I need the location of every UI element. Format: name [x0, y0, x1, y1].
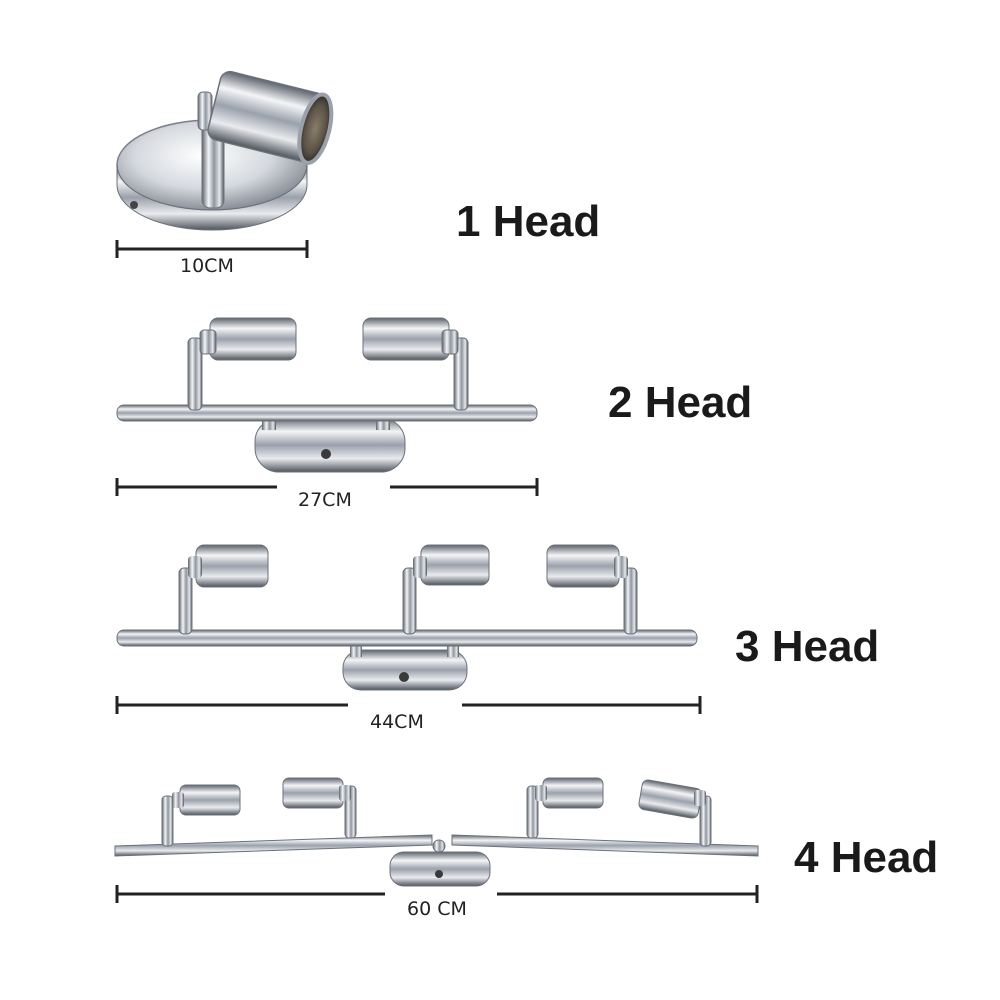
fixture-1-head [116, 70, 334, 231]
variant-label-2-head: 2 Head [608, 378, 753, 427]
dimension-text-4: 60 CM [407, 898, 467, 920]
variant-label-4-head: 4 Head [794, 833, 939, 882]
dimension-text-2: 27CM [298, 489, 352, 511]
dimension-text-1: 10CM [180, 255, 234, 277]
dimension-line-1 [115, 240, 309, 258]
dimension-text-3: 44CM [370, 711, 424, 733]
variant-label-1-head: 1 Head [456, 197, 601, 246]
dimension-line-3 [115, 696, 702, 714]
fixture-3-head [116, 544, 698, 691]
dimension-line-2 [115, 478, 539, 496]
fixture-2-head [116, 317, 538, 473]
variant-label-3-head: 3 Head [735, 622, 880, 671]
dimension-line-4 [115, 885, 759, 903]
fixture-4-head [114, 777, 759, 887]
